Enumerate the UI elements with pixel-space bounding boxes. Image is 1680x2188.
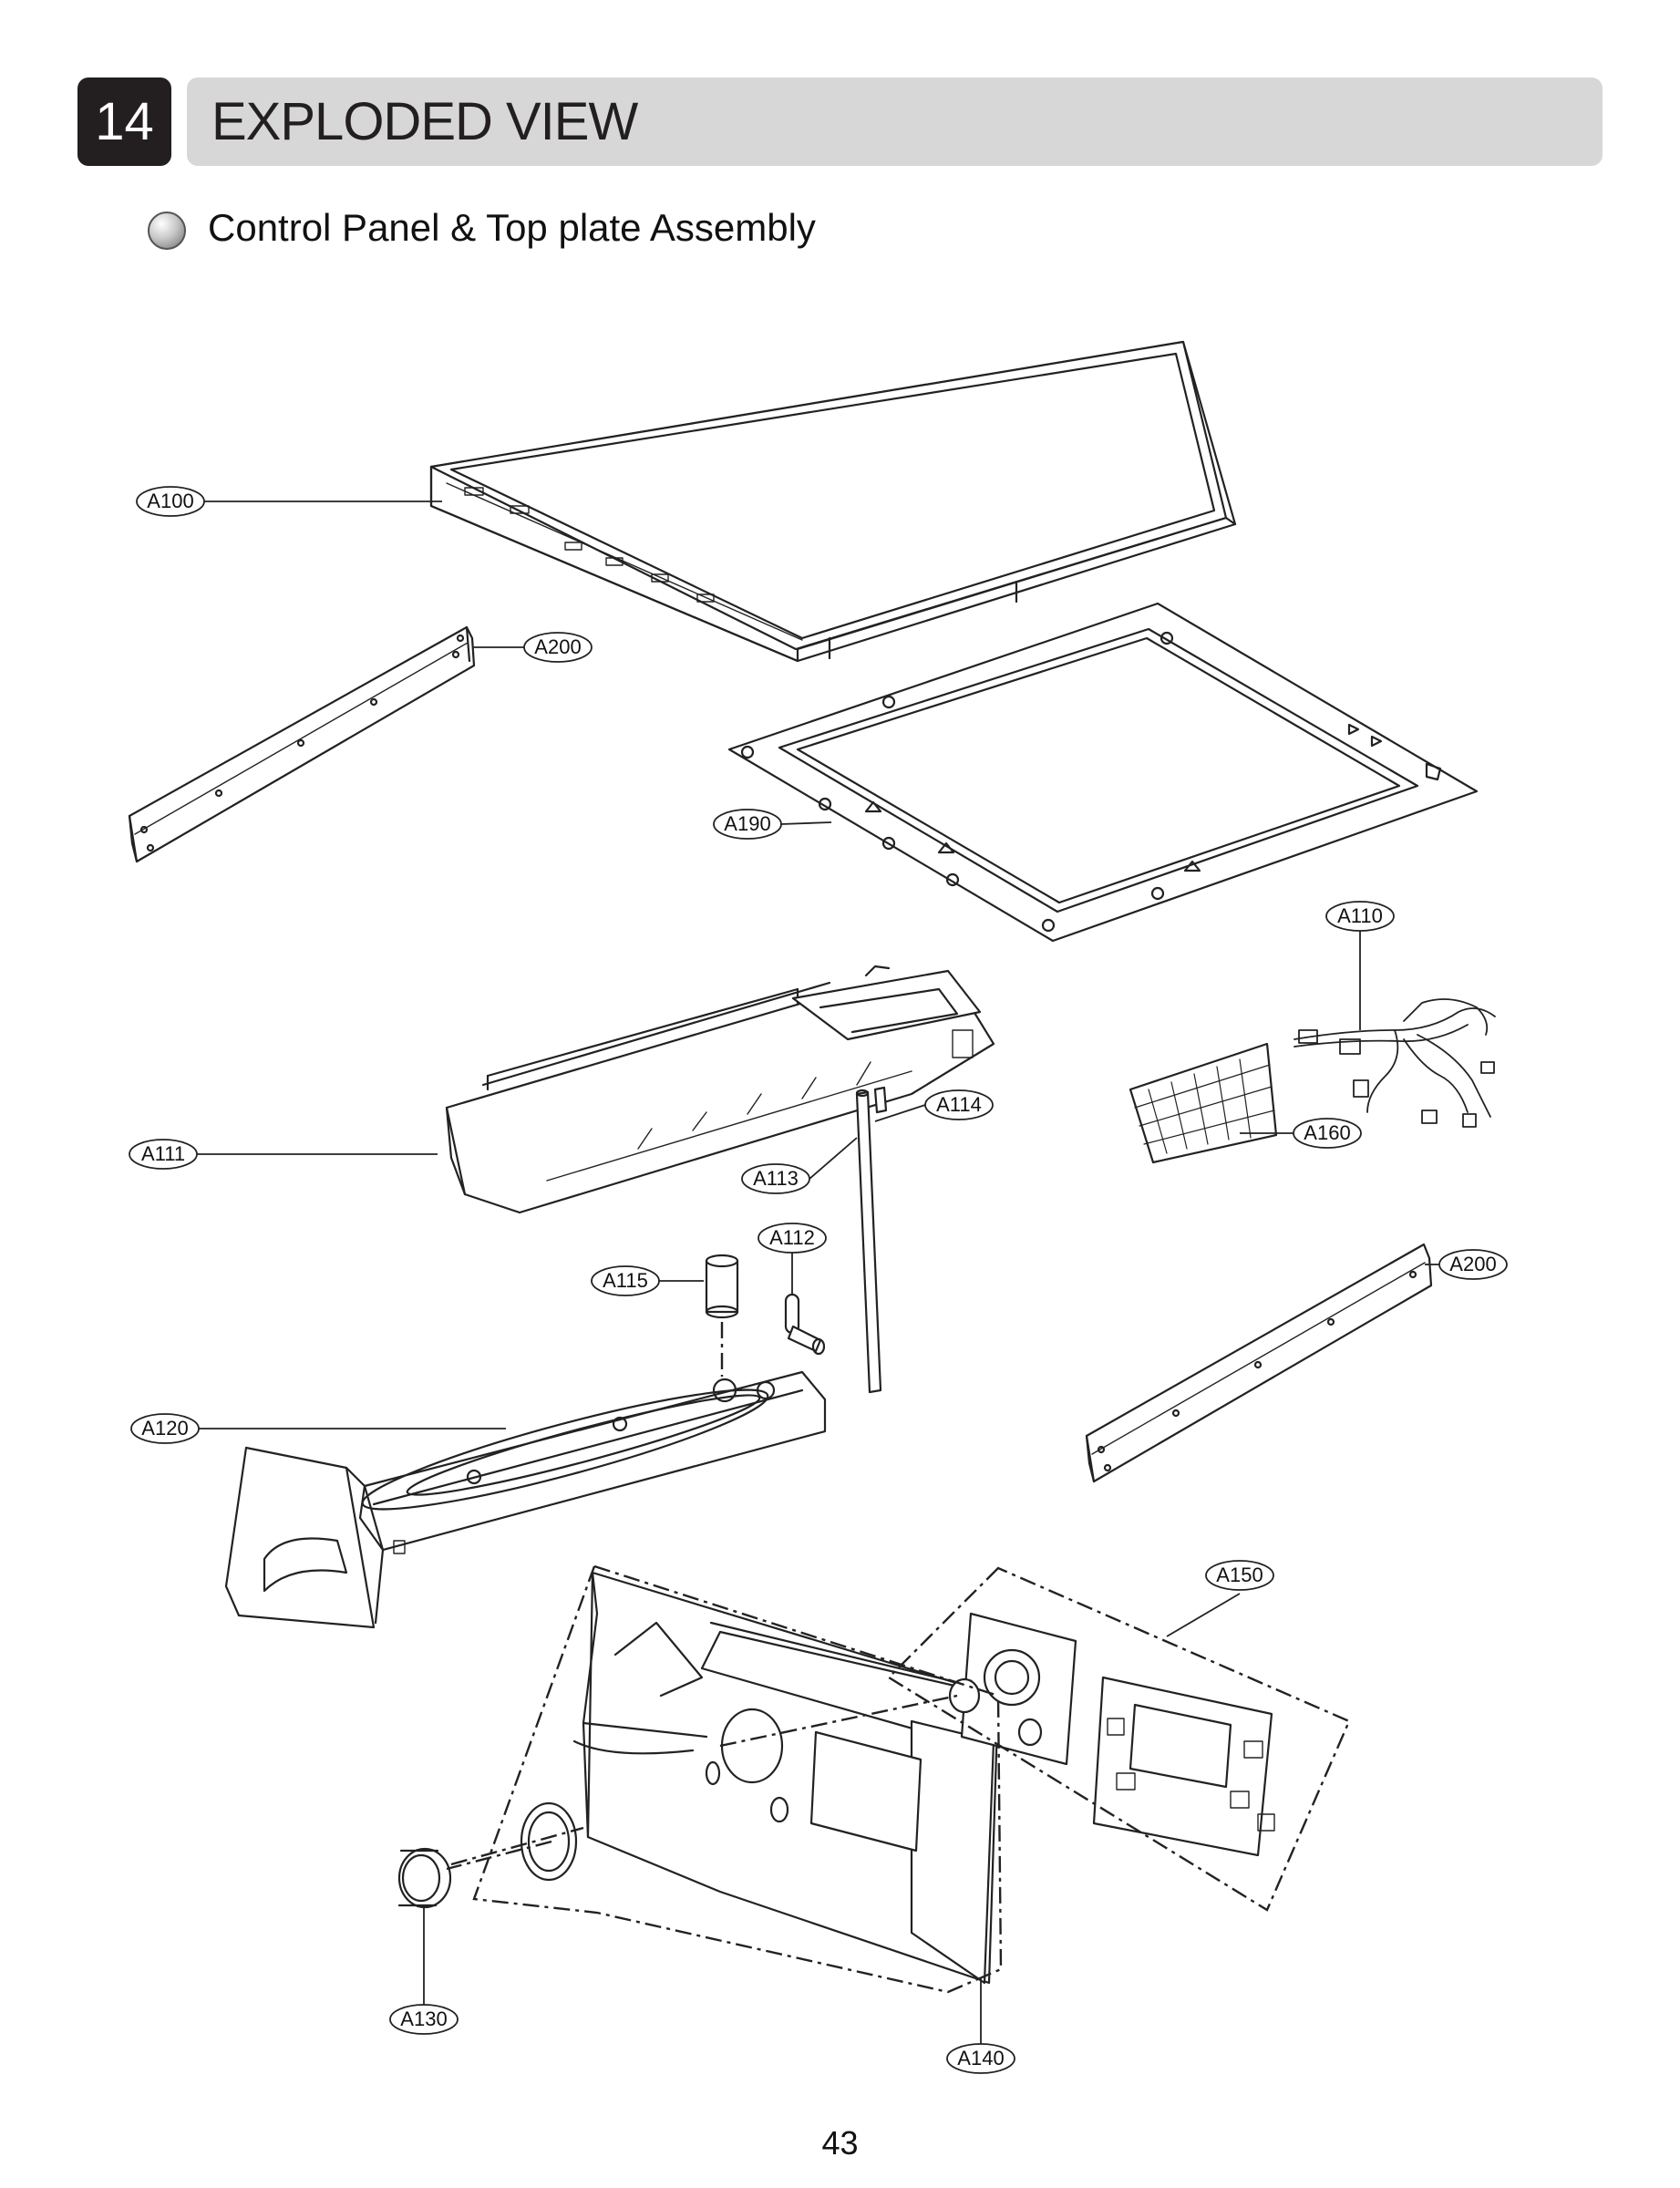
callout-a112: A112 xyxy=(769,1226,815,1249)
callout-a100: A100 xyxy=(147,490,194,512)
fitting-part xyxy=(784,1293,826,1356)
cap-part xyxy=(705,1254,739,1319)
callout-oval xyxy=(758,1223,827,1254)
callout-oval xyxy=(1293,1118,1362,1149)
rod-part xyxy=(855,1086,888,1394)
callout-oval xyxy=(741,1163,810,1194)
control-boards-enclosure xyxy=(887,1566,1351,1912)
callout-oval xyxy=(591,1265,660,1296)
callout-a200-right: A200 xyxy=(1449,1253,1497,1275)
callout-oval xyxy=(136,486,205,517)
callout-oval xyxy=(946,2043,1015,2074)
callout-a113: A113 xyxy=(753,1167,799,1190)
callout-oval xyxy=(129,1139,198,1170)
wire-harness-part xyxy=(1293,998,1496,1128)
callout-a115: A115 xyxy=(603,1269,648,1292)
callout-oval xyxy=(1325,901,1395,932)
callout-a120: A120 xyxy=(141,1417,189,1440)
page-number: 43 xyxy=(821,2124,859,2162)
section-number-badge: 14 xyxy=(77,77,171,166)
callout-a160: A160 xyxy=(1304,1121,1351,1144)
control-panel-enclosure xyxy=(472,1565,1003,1994)
callout-a190: A190 xyxy=(724,812,771,835)
callout-a110: A110 xyxy=(1337,904,1383,927)
control-panel-part xyxy=(572,1571,1000,1985)
callout-oval xyxy=(1438,1249,1508,1280)
section-subtitle: Control Panel & Top plate Assembly xyxy=(208,206,816,249)
callout-a111: A111 xyxy=(140,1142,186,1165)
side-bracket-right-part xyxy=(1085,1243,1433,1483)
callout-oval xyxy=(713,809,782,840)
callout-a200-top: A200 xyxy=(534,635,582,658)
side-bracket-left-part xyxy=(128,625,476,863)
callout-a114: A114 xyxy=(936,1093,982,1116)
callout-oval xyxy=(523,632,593,663)
header-bar xyxy=(187,77,1603,166)
callout-oval xyxy=(924,1089,994,1120)
top-frame-part xyxy=(727,602,1479,943)
pcb-holder-part xyxy=(1129,1042,1278,1164)
callout-oval xyxy=(389,2004,459,2035)
dispenser-housing-part xyxy=(445,965,995,1214)
top-plate-part xyxy=(429,340,1237,663)
callout-a150: A150 xyxy=(1216,1564,1263,1586)
callout-oval xyxy=(1205,1560,1274,1591)
callout-a130: A130 xyxy=(400,2007,448,2030)
callout-oval xyxy=(130,1413,200,1444)
control-panel-enclosure-top xyxy=(593,1564,999,1698)
page-title: EXPLODED VIEW xyxy=(211,92,638,151)
detergent-drawer-part xyxy=(224,1370,827,1629)
bullet-icon xyxy=(148,212,186,250)
callout-a140: A140 xyxy=(957,2047,1005,2069)
